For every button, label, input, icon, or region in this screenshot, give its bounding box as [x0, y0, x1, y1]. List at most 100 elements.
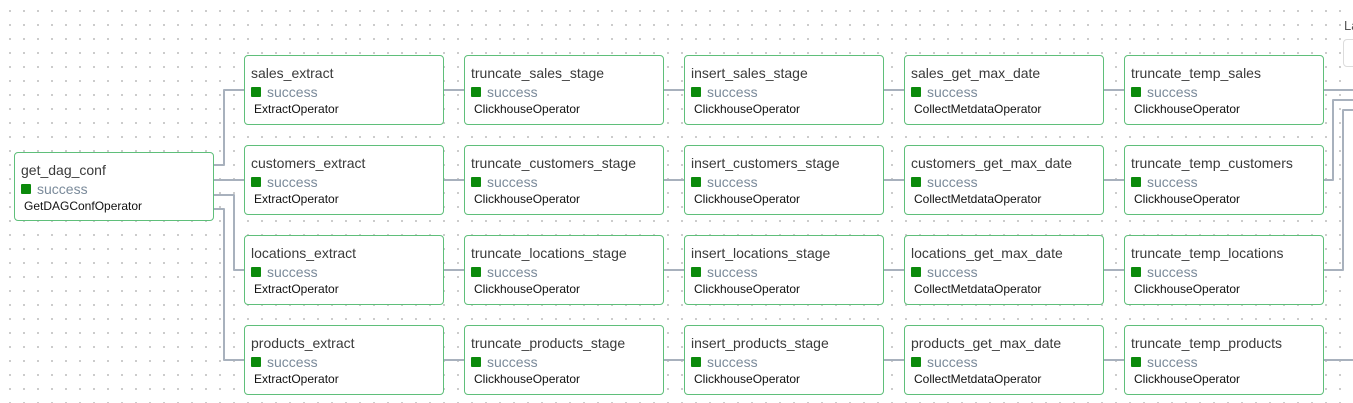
task-status: success — [1131, 84, 1198, 100]
status-square-icon — [251, 177, 261, 187]
task-status: success — [471, 264, 538, 280]
status-square-icon — [21, 184, 31, 194]
status-label: success — [37, 181, 88, 197]
task-operator: ClickhouseOperator — [694, 102, 801, 116]
task-name: insert_products_stage — [691, 335, 829, 351]
status-label: success — [927, 84, 978, 100]
task-operator: ClickhouseOperator — [1134, 102, 1241, 116]
task-name: truncate_products_stage — [471, 335, 626, 351]
edge-exit-row-3 — [1324, 109, 1353, 271]
status-label: success — [487, 264, 538, 280]
status-square-icon — [911, 177, 921, 187]
status-label: success — [267, 354, 318, 370]
status-label: success — [707, 264, 758, 280]
status-label: success — [1147, 264, 1198, 280]
task-name: truncate_temp_customers — [1131, 155, 1293, 171]
status-square-icon — [251, 87, 261, 97]
status-label: success — [1147, 354, 1198, 370]
status-label: success — [927, 264, 978, 280]
task-operator: ClickhouseOperator — [1134, 192, 1241, 206]
status-square-icon — [691, 267, 701, 277]
task-operator: CollectMetdataOperator — [914, 102, 1042, 116]
task-operator: CollectMetdataOperator — [914, 192, 1042, 206]
task-operator: ClickhouseOperator — [1134, 372, 1241, 386]
edge-root-row-4 — [214, 208, 244, 361]
status-square-icon — [251, 357, 261, 367]
task-status: success — [21, 181, 88, 197]
task-name: customers_get_max_date — [911, 155, 1073, 171]
status-square-icon — [691, 357, 701, 367]
task-status: success — [691, 264, 758, 280]
status-label: success — [1147, 84, 1198, 100]
status-square-icon — [471, 357, 481, 367]
task-name: truncate_locations_stage — [471, 245, 627, 261]
task-operator: ClickhouseOperator — [474, 102, 581, 116]
status-label: success — [927, 174, 978, 190]
task-status: success — [471, 354, 538, 370]
task-operator: ExtractOperator — [254, 192, 339, 206]
task-operator: ClickhouseOperator — [694, 192, 801, 206]
task-name: sales_extract — [251, 65, 334, 81]
status-label: success — [267, 264, 318, 280]
task-operator: CollectMetdataOperator — [914, 372, 1042, 386]
task-operator: ClickhouseOperator — [694, 372, 801, 386]
status-square-icon — [1131, 177, 1141, 187]
status-label: success — [487, 84, 538, 100]
status-square-icon — [911, 87, 921, 97]
task-name: sales_get_max_date — [911, 65, 1041, 81]
layout-label: La — [1344, 18, 1353, 33]
status-square-icon — [471, 177, 481, 187]
status-square-icon — [471, 87, 481, 97]
edge-root-row-3 — [214, 194, 244, 271]
task-name: truncate_temp_sales — [1131, 65, 1261, 81]
task-status: success — [1131, 354, 1198, 370]
status-square-icon — [691, 87, 701, 97]
task-operator: ClickhouseOperator — [474, 192, 581, 206]
status-label: success — [487, 354, 538, 370]
task-status: success — [691, 174, 758, 190]
task-operator: ClickhouseOperator — [1134, 282, 1241, 296]
task-name: products_extract — [251, 335, 355, 351]
task-operator: CollectMetdataOperator — [914, 282, 1042, 296]
task-status: success — [691, 354, 758, 370]
status-label: success — [707, 354, 758, 370]
status-label: success — [707, 174, 758, 190]
status-label: success — [927, 354, 978, 370]
edge-exit-row-2 — [1324, 99, 1353, 181]
status-label: success — [267, 174, 318, 190]
status-square-icon — [911, 267, 921, 277]
edge-root-row-1 — [214, 89, 244, 166]
task-operator: GetDAGConfOperator — [24, 199, 143, 213]
task-name: get_dag_conf — [21, 162, 106, 178]
layout-select[interactable] — [1343, 39, 1353, 67]
task-name: insert_sales_stage — [691, 65, 808, 81]
task-name: locations_get_max_date — [911, 245, 1063, 261]
status-square-icon — [1131, 357, 1141, 367]
task-status: success — [251, 84, 318, 100]
status-label: success — [1147, 174, 1198, 190]
task-name: products_get_max_date — [911, 335, 1062, 351]
task-operator: ExtractOperator — [254, 282, 339, 296]
